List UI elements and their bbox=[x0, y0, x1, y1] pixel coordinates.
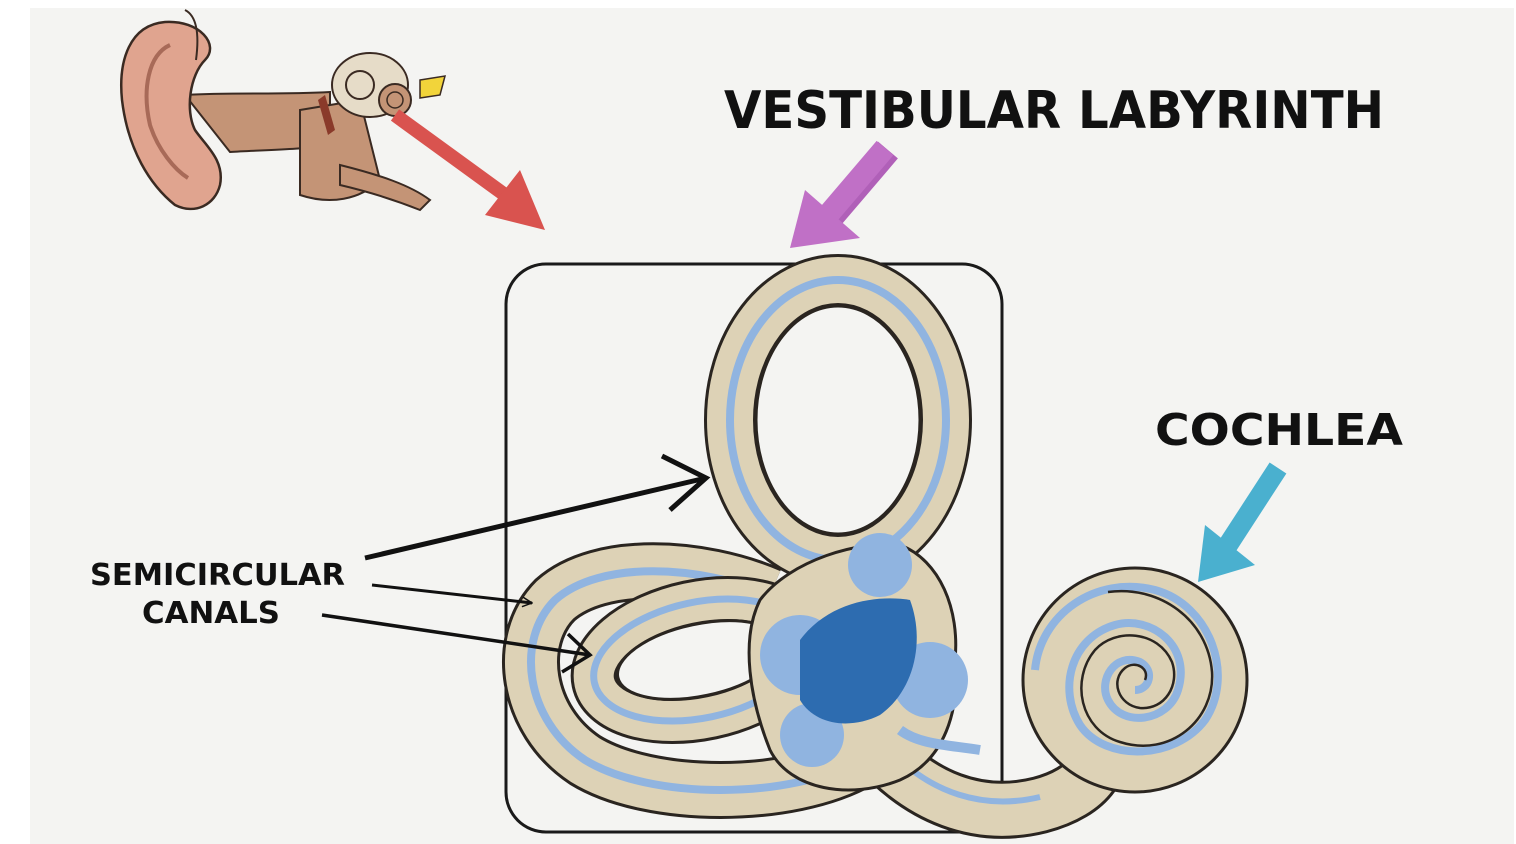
cochlea-label: COCHLEA bbox=[1155, 405, 1403, 456]
semicircular-label-line2: CANALS bbox=[142, 596, 280, 631]
vestibular-labyrinth-label: VESTIBULAR LABYRINTH bbox=[724, 81, 1384, 141]
semicircular-label-line1: SEMICIRCULAR bbox=[90, 558, 345, 593]
